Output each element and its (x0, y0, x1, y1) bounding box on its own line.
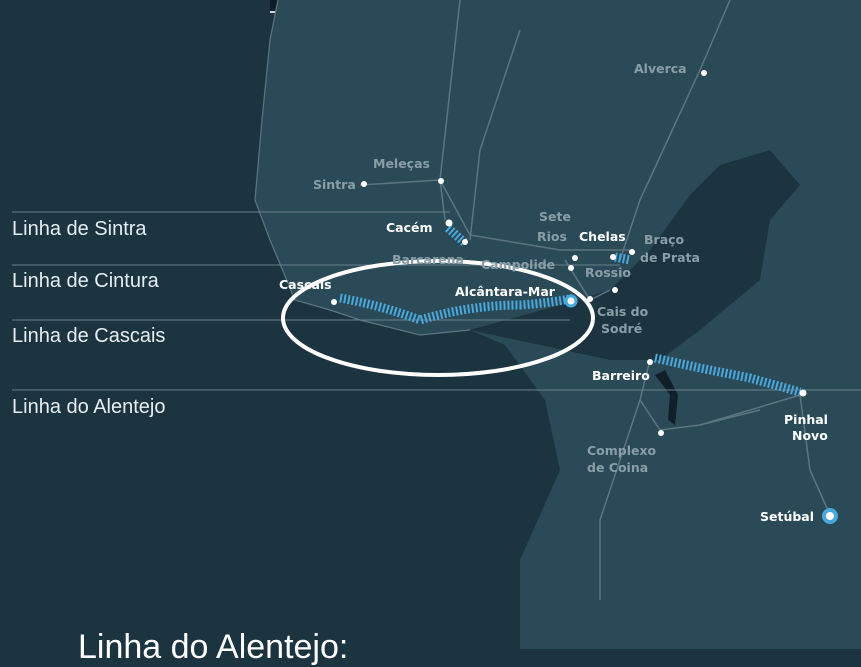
station-campolide: Campolide (481, 257, 555, 272)
station-complexo-1: Complexo (587, 443, 657, 458)
station-chelas: Chelas (579, 229, 626, 244)
station-pinhal-1: Pinhal (784, 412, 828, 427)
station-braco-1: Braço (644, 232, 685, 247)
label-linha-sintra: Linha de Sintra (12, 218, 147, 240)
label-guides (12, 211, 861, 391)
station-complexo-2: de Coina (587, 460, 648, 475)
alcantara-marker (564, 294, 578, 308)
station-barreiro: Barreiro (592, 368, 650, 383)
station-setubal: Setúbal (760, 509, 814, 524)
station-cascais: Cascais (279, 277, 332, 292)
station-braco-2: de Prata (640, 250, 700, 265)
highlighted-routes (339, 224, 802, 397)
highlight-ellipse (281, 259, 595, 377)
station-pinhal-2: Novo (792, 428, 828, 443)
station-sete-rios-2: Rios (537, 229, 567, 244)
label-linha-cintura: Linha de Cintura (12, 270, 159, 292)
station-sete-rios-1: Sete (539, 209, 571, 224)
bottom-heading: Linha do Alentejo: (78, 628, 349, 666)
label-linha-cascais: Linha de Cascais (12, 325, 166, 347)
station-barcarena: Barcarena (392, 252, 464, 267)
station-cacem: Cacém (386, 220, 433, 235)
route-cintura (614, 252, 631, 265)
route-cascais (339, 293, 576, 325)
station-sintra: Sintra (313, 177, 356, 192)
station-cais-2: Sodré (601, 321, 642, 336)
estuary-channel (655, 370, 678, 425)
station-melecas: Meleças (373, 156, 430, 171)
station-dots (331, 70, 807, 436)
station-rossio: Rossio (585, 265, 631, 280)
map: Alverca Meleças Sintra Cacém Sete Rios C… (12, 0, 861, 649)
setubal-marker (822, 508, 838, 524)
station-alverca: Alverca (634, 61, 687, 76)
station-cais-1: Cais do (597, 304, 649, 319)
estuary (470, 150, 800, 360)
label-linha-alentejo: Linha do Alentejo (12, 396, 166, 418)
station-alcantara: Alcântara-Mar (455, 284, 556, 299)
